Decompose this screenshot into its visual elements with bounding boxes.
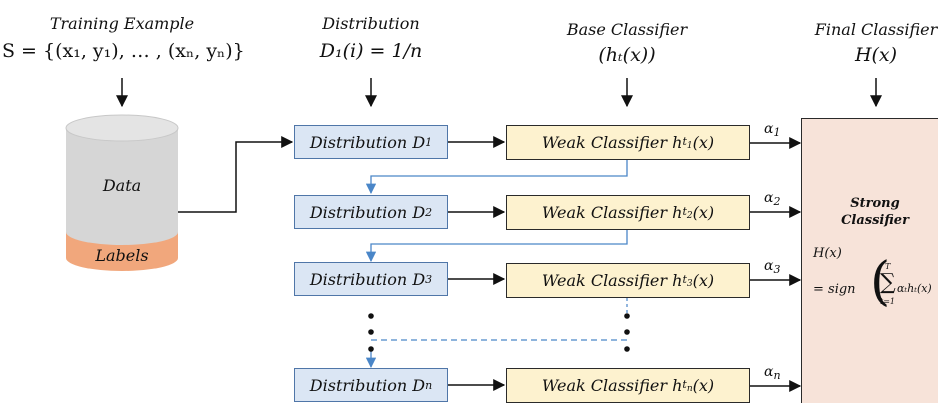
weak-classifier-tail: (x) (692, 203, 715, 222)
weak-classifier-subscript: tn (682, 378, 692, 394)
distribution-subscript: 3 (425, 272, 433, 286)
strong-classifier-box (801, 118, 938, 403)
strong-formula-paren-open: ( (870, 252, 891, 312)
training-set-formula: S = {(x₁, y₁), … , (xₙ, yₙ)} (2, 40, 245, 62)
distribution-label: Distribution D (309, 202, 426, 222)
ellipsis-dots-left (368, 313, 374, 352)
weak-classifier-subsub: 2 (686, 210, 693, 221)
feedback-arrow-2-to-3 (365, 230, 628, 263)
distribution-label: Distribution D (309, 269, 426, 289)
weak-classifier-subscript: t1 (682, 135, 692, 151)
alpha-label-2: α2 (764, 190, 781, 208)
header-base-classifier: Base Classifier (566, 20, 688, 39)
header-distribution: Distribution (322, 14, 420, 33)
weak-classifier-tail: (x) (692, 271, 715, 290)
distribution-subscript: 2 (425, 205, 433, 219)
base-hypothesis-formula: (hₜ(x)) (598, 44, 656, 66)
sum-icon: ∑ (880, 270, 896, 295)
distribution-label: Distribution D (309, 132, 426, 152)
ellipsis-dots-right (624, 313, 630, 352)
strong-sum-bottom: t=1 (880, 297, 896, 306)
weak-classifier-tail: (x) (692, 376, 715, 395)
weak-classifier-sub-t: t (682, 134, 687, 148)
weak-classifier-sub-t: t (682, 377, 687, 391)
header-final-classifier: Final Classifier (814, 20, 938, 39)
strong-classifier-title-line1: Strong (850, 196, 900, 211)
distribution-subscript: n (425, 378, 433, 392)
feedback-arrow-1-to-2 (365, 160, 628, 195)
strong-formula-hx: H(x) (813, 246, 842, 261)
weak-classifier-label: Weak Classifier h (541, 203, 683, 222)
weak-classifier-label: Weak Classifier h (541, 376, 683, 395)
weak-classifier-subsub: 1 (686, 140, 693, 151)
alpha-label-3: α3 (764, 258, 781, 276)
weak-classifier-subsub: 3 (686, 278, 693, 289)
arrow-data-to-distribution-1 (178, 136, 294, 213)
alpha-label-1: α1 (764, 121, 781, 139)
strong-sum-top: T (885, 262, 891, 271)
header-training-example: Training Example (49, 14, 195, 33)
weak-classifier-subsub: n (686, 383, 693, 394)
weak-classifier-sub-t: t (682, 272, 687, 286)
weak-classifier-label: Weak Classifier h (541, 133, 683, 152)
alpha-label-n: αn (764, 364, 781, 382)
strong-formula-eq: = sign (813, 282, 856, 297)
final-hypothesis-formula: H(x) (854, 44, 898, 66)
distribution-label: Distribution D (309, 375, 426, 395)
weak-classifier-tail: (x) (692, 133, 715, 152)
strong-classifier-title-line2: Classifier (841, 213, 909, 228)
initial-distribution-formula: D₁(i) = 1/n (319, 40, 423, 62)
weak-classifier-sub-t: t (682, 204, 687, 218)
weak-classifier-subscript: t2 (682, 205, 692, 221)
database-cylinder (65, 114, 179, 271)
weak-classifier-label: Weak Classifier h (541, 271, 683, 290)
weak-classifier-subscript: t3 (682, 273, 692, 289)
strong-sum-term: αₜhₜ(x) (897, 282, 932, 295)
database-labels-label: Labels (95, 246, 149, 265)
database-data-label: Data (102, 176, 142, 195)
distribution-subscript: 1 (425, 135, 433, 149)
